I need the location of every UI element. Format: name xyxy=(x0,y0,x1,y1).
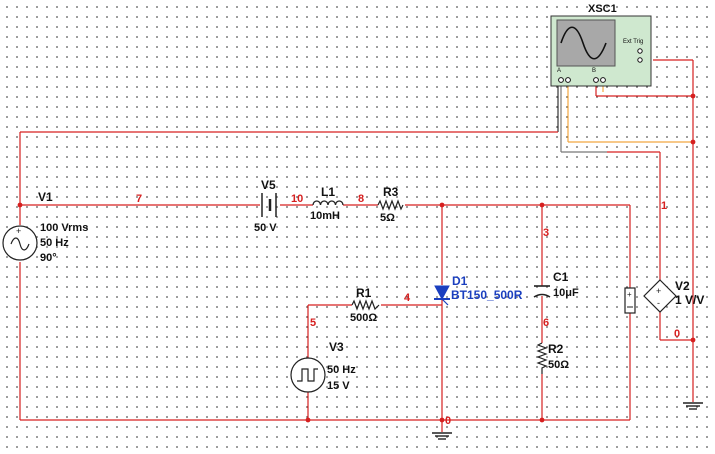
junction-dot xyxy=(539,202,545,208)
source-v1[interactable]: + V1 100 Vrms 50 Hz 90° xyxy=(2,190,88,264)
v5-label: V5 xyxy=(261,178,276,192)
ground-right xyxy=(683,402,703,410)
r1-label: R1 xyxy=(356,286,372,300)
scope-terminal-b-minus[interactable] xyxy=(600,77,606,83)
junction-dot xyxy=(17,202,23,208)
square-wave-icon xyxy=(297,368,318,382)
thyristor-d1[interactable]: D1 BT150_500R xyxy=(434,274,523,306)
dependent-source-diamond xyxy=(643,279,677,313)
resistor-r3[interactable]: R3 5Ω xyxy=(377,185,404,224)
v2-label: V2 xyxy=(675,279,690,293)
scope-waveform xyxy=(560,26,607,60)
v1-phase: 90° xyxy=(40,252,57,264)
junction-dot xyxy=(690,139,696,145)
c1-label: C1 xyxy=(553,270,569,284)
vcvs-v2[interactable]: + + - V2 1 V/V xyxy=(624,279,704,314)
junction-dot xyxy=(539,417,545,423)
sine-icon xyxy=(10,237,30,251)
junction-dot xyxy=(439,202,445,208)
net-label-8: 8 xyxy=(358,193,364,205)
scope-port-a-label: A xyxy=(557,68,561,74)
scope-screen xyxy=(556,19,616,67)
oscilloscope-xsc1[interactable]: XSC1 Ext Trig A B xyxy=(550,3,652,87)
r1-value: 500Ω xyxy=(350,312,377,324)
sense-input-box xyxy=(624,287,636,314)
ground-main xyxy=(432,432,452,440)
d1-label: D1 xyxy=(452,274,468,288)
plus-icon: + xyxy=(16,226,21,236)
gate-lead xyxy=(441,298,449,306)
inductor-l1[interactable]: L1 10mH xyxy=(310,185,344,222)
capacitor-plate-curved xyxy=(533,293,551,298)
net-label-5: 5 xyxy=(310,317,316,329)
scope-terminal-a-minus[interactable] xyxy=(565,77,571,83)
junction-dot xyxy=(439,417,445,423)
scope-name: XSC1 xyxy=(588,3,617,15)
wires xyxy=(17,59,696,432)
capacitor-c1[interactable]: C1 10μF xyxy=(533,270,579,299)
junction-dot xyxy=(690,93,696,99)
scope-ext-trig-terminal[interactable] xyxy=(637,48,643,54)
v3-label: V3 xyxy=(329,340,344,354)
net-label-1: 1 xyxy=(661,200,667,212)
scope-ext-trig-terminal[interactable] xyxy=(637,57,643,63)
net-label-4: 4 xyxy=(404,292,411,304)
l1-value: 10mH xyxy=(310,210,340,222)
resistor-zigzag xyxy=(377,199,404,211)
plus-icon: + xyxy=(656,286,661,296)
battery-v5[interactable]: V5 50 V xyxy=(254,178,277,234)
r2-label: R2 xyxy=(548,342,564,356)
net-label-0-right: 0 xyxy=(674,328,680,340)
diode-triangle xyxy=(434,285,450,301)
scope-terminal-b[interactable] xyxy=(593,77,599,83)
v3-frequency: 50 Hz xyxy=(327,364,356,376)
net-label-7: 7 xyxy=(136,193,142,205)
junction-dot xyxy=(305,417,311,423)
resistor-r2[interactable]: R2 50Ω xyxy=(536,342,569,374)
scope-terminal-a[interactable] xyxy=(558,77,564,83)
r3-value: 5Ω xyxy=(380,212,395,224)
r3-label: R3 xyxy=(383,185,399,199)
d1-model: BT150_500R xyxy=(451,288,523,302)
pulse-source-v3[interactable]: V3 50 Hz 15 V xyxy=(290,340,356,393)
v5-value: 50 V xyxy=(254,222,277,234)
v1-amplitude: 100 Vrms xyxy=(40,222,88,234)
resistor-zigzag xyxy=(351,299,380,311)
scope-port-b-label: B xyxy=(592,68,596,74)
inductor-coil xyxy=(312,200,344,206)
net-label-0-bottom: 0 xyxy=(445,415,451,427)
scope-ext-trig-label: Ext Trig xyxy=(623,39,643,45)
minus-icon: - xyxy=(657,298,660,308)
net-label-10: 10 xyxy=(291,193,303,205)
v3-amplitude: 15 V xyxy=(327,380,350,392)
net-label-6: 6 xyxy=(543,317,549,329)
v1-frequency: 50 Hz xyxy=(40,237,69,249)
plus-icon: + xyxy=(627,290,632,299)
l1-label: L1 xyxy=(321,185,335,199)
v2-gain: 1 V/V xyxy=(675,293,704,307)
junction-dot xyxy=(690,337,696,343)
c1-value: 10μF xyxy=(553,287,579,299)
net-label-3: 3 xyxy=(543,227,549,239)
r2-value: 50Ω xyxy=(548,359,569,371)
net-labels: 7 10 8 3 1 4 5 6 0 0 xyxy=(136,193,680,427)
resistor-zigzag xyxy=(536,342,548,374)
v1-label: V1 xyxy=(38,190,53,204)
resistor-r1[interactable]: R1 500Ω xyxy=(350,286,380,324)
